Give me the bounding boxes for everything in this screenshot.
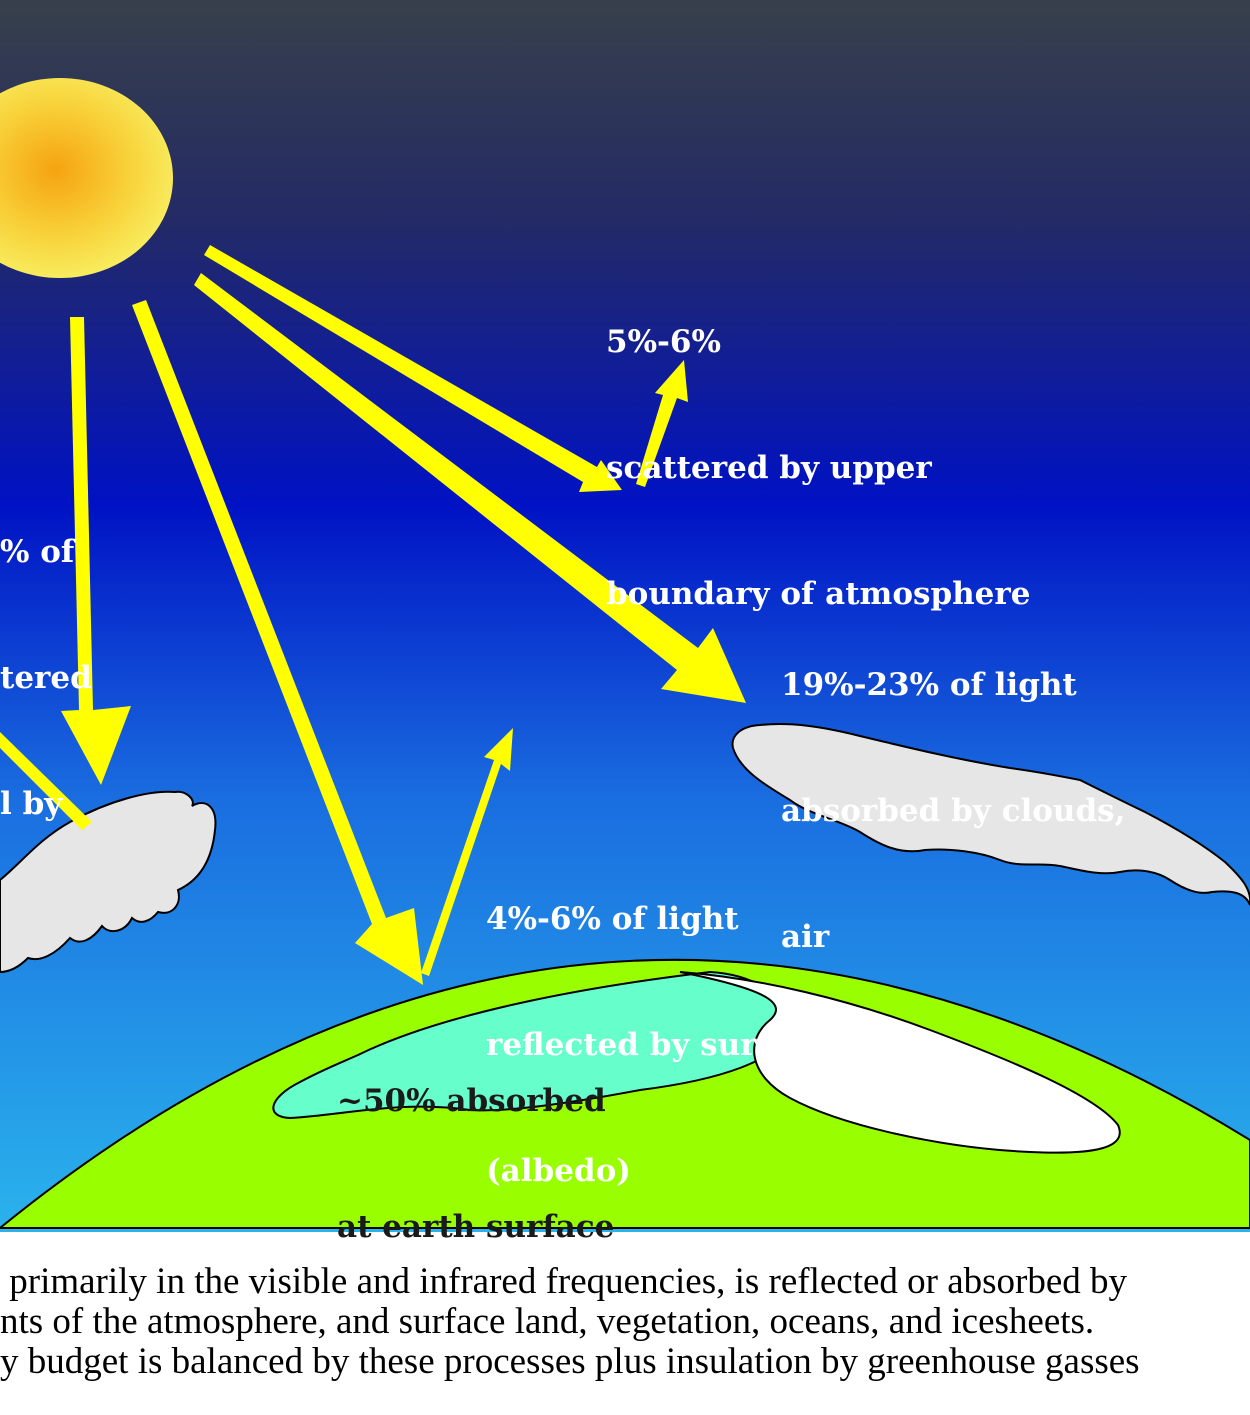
label-line: 4%-6% of light xyxy=(486,901,739,937)
label-line: scattered by upper xyxy=(606,450,932,486)
label-line: absorbed by clouds, xyxy=(781,793,1126,829)
label-line: % of xyxy=(0,534,75,570)
label-upper-boundary: 5%-6% scattered by upper boundary of atm… xyxy=(606,237,1030,657)
sun-icon xyxy=(0,78,173,278)
label-line: 19%-23% of light xyxy=(781,667,1077,703)
caption: primarily in the visible and infrared fr… xyxy=(0,1262,1250,1412)
label-line: reflected by surface xyxy=(486,1027,829,1063)
label-line: air xyxy=(781,919,830,955)
arrow-icon xyxy=(61,317,131,785)
caption-line: primarily in the visible and infrared fr… xyxy=(0,1262,1128,1302)
arrow-icon xyxy=(132,300,423,985)
label-line: tered xyxy=(0,660,92,696)
arrow-icon xyxy=(194,273,746,703)
arrow-icon xyxy=(0,245,746,985)
energy-budget-diagram xyxy=(0,0,1250,1232)
arrow-icon xyxy=(421,728,513,976)
arrow-icon xyxy=(0,732,92,830)
label-partial-left: % of tered l by xyxy=(0,447,92,867)
label-line: ~50% absorbed xyxy=(337,1083,606,1119)
label-line: at earth surface xyxy=(337,1209,615,1245)
earth-icesheet xyxy=(679,971,1121,1154)
label-surface-absorbed: ~50% absorbed at earth surface xyxy=(337,996,614,1290)
label-line: 5%-6% xyxy=(606,324,721,360)
earth-icon xyxy=(0,958,1250,1229)
label-line: boundary of atmosphere xyxy=(606,576,1031,612)
arrow-icon xyxy=(636,360,688,487)
caption-line: y budget is balanced by these processes … xyxy=(0,1341,1140,1382)
earth-land xyxy=(0,958,1250,1229)
caption-line: nts of the atmosphere, and surface land,… xyxy=(0,1301,1095,1342)
cloud-icon xyxy=(731,723,1250,906)
label-line: l by xyxy=(0,786,63,822)
cloud-icon xyxy=(0,790,217,974)
label-line: (albedo) xyxy=(486,1153,631,1189)
earth-ocean xyxy=(272,970,792,1120)
label-clouds-air: 19%-23% of light absorbed by clouds, air xyxy=(781,580,1125,1000)
arrow-icon xyxy=(204,245,622,492)
label-surface-reflected: 4%-6% of light reflected by surface (alb… xyxy=(486,814,829,1234)
